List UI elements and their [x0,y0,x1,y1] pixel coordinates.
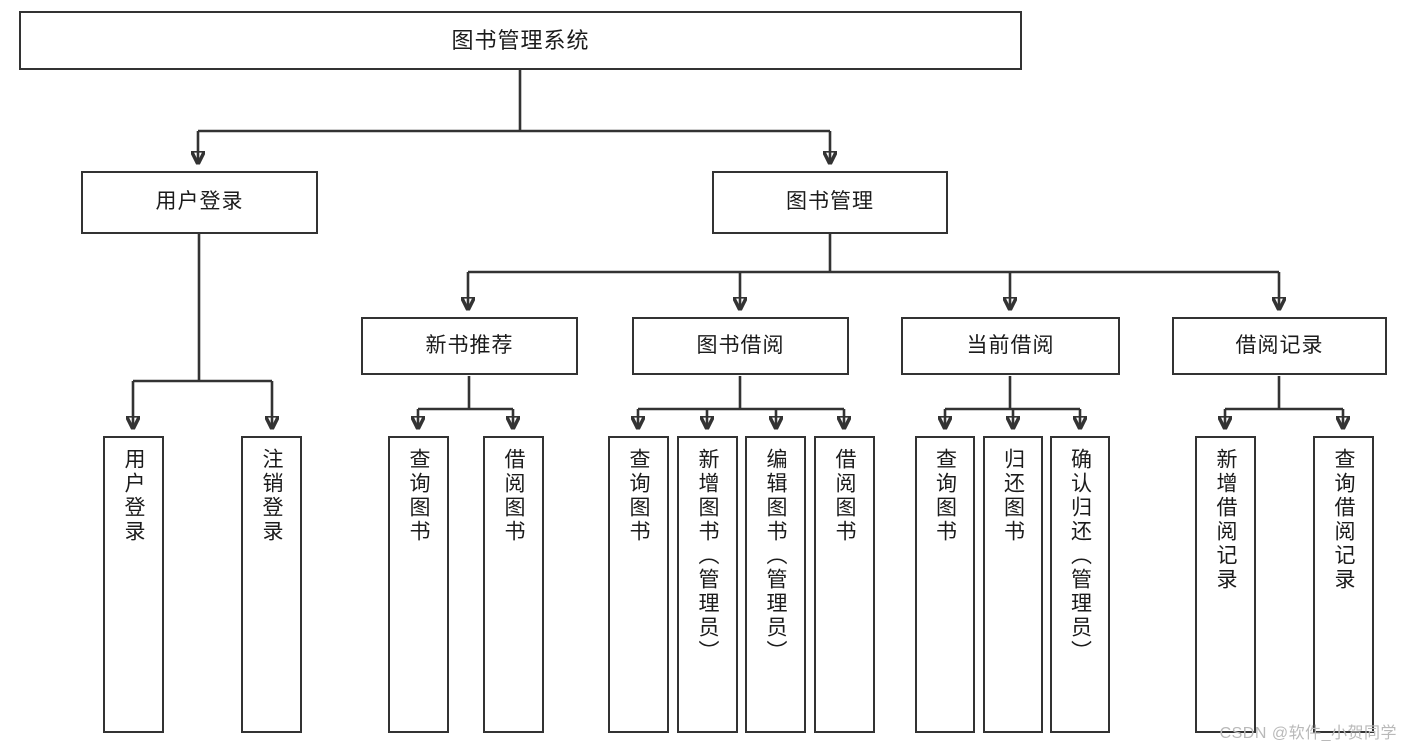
leaf-borrow-edit-book-admin[interactable]: 编辑图书（管理员） [745,436,806,733]
csdn-watermark: CSDN @软件_小贺同学 [1219,725,1397,742]
node-book-management[interactable]: 图书管理 [712,171,948,234]
leaf-user-login-signin[interactable]: 用户登录 [103,436,164,733]
leaf-borrow-add-book-admin[interactable]: 新增图书（管理员） [677,436,738,733]
node-new-book-recommend[interactable]: 新书推荐 [361,317,578,375]
node-label: 图书借阅 [696,333,785,357]
node-label: 图书管理 [786,190,874,214]
node-label: 确认归还（管理员） [1068,448,1092,664]
node-label: 查询图书 [933,448,957,544]
node-label: 借阅图书 [502,448,525,544]
node-label: 查询图书 [407,448,430,544]
leaf-borrow-borrow-book[interactable]: 借阅图书 [814,436,875,733]
node-label: 归还图书 [1001,448,1025,544]
node-label: 查询图书 [627,448,650,544]
node-label: 注销登录 [260,448,283,544]
node-current-borrow[interactable]: 当前借阅 [901,317,1120,375]
node-label: 借阅图书 [833,448,856,544]
leaf-user-login-signout[interactable]: 注销登录 [241,436,302,733]
leaf-current-confirm-return-admin[interactable]: 确认归还（管理员） [1050,436,1110,733]
node-label: 新增借阅记录 [1214,448,1237,592]
node-label: 当前借阅 [966,333,1055,357]
leaf-record-query-borrow-record[interactable]: 查询借阅记录 [1313,436,1374,733]
node-user-login[interactable]: 用户登录 [81,171,318,234]
leaf-recommend-query-book[interactable]: 查询图书 [388,436,449,733]
node-label: 编辑图书（管理员） [764,448,787,664]
node-book-borrow[interactable]: 图书借阅 [632,317,849,375]
leaf-current-query-book[interactable]: 查询图书 [915,436,975,733]
node-label: 新增图书（管理员） [696,448,719,664]
node-label: 借阅记录 [1235,333,1324,357]
node-label: 新书推荐 [425,333,514,357]
node-label: 用户登录 [122,448,145,544]
leaf-current-return-book[interactable]: 归还图书 [983,436,1043,733]
leaf-recommend-borrow-book[interactable]: 借阅图书 [483,436,544,733]
leaf-borrow-query-book[interactable]: 查询图书 [608,436,669,733]
node-root-book-management-system[interactable]: 图书管理系统 [19,11,1022,70]
node-borrow-record[interactable]: 借阅记录 [1172,317,1387,375]
node-label: 查询借阅记录 [1332,448,1355,592]
leaf-record-add-borrow-record[interactable]: 新增借阅记录 [1195,436,1256,733]
node-label: 用户登录 [155,190,244,214]
node-label: 图书管理系统 [451,27,590,53]
